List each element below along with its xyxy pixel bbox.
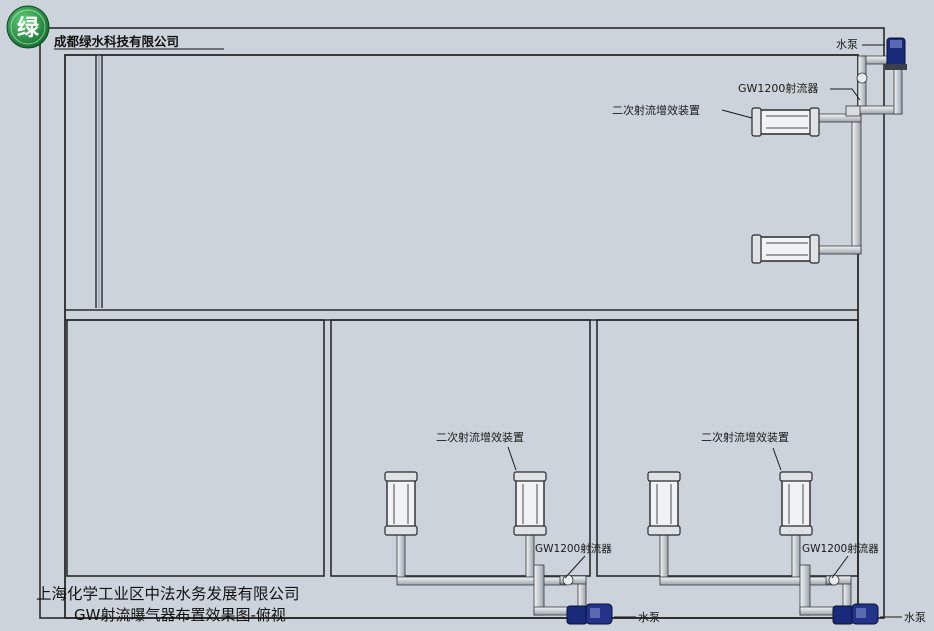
company-name-top: 成都绿水科技有限公司 [54,34,179,49]
booster-lower-1 [384,471,418,536]
lower-cell-3 [596,319,859,577]
booster-lower-3 [647,471,681,536]
label-pump-cell2: 水泵 [638,611,660,624]
label-booster-cell2: 二次射流增效装置 [436,430,524,444]
label-pump-top: 水泵 [836,38,858,51]
booster-lower-4 [779,471,813,536]
leader-lines [507,44,902,618]
logo-text: 绿 [17,15,40,41]
pump-cell2 [566,603,613,625]
footer-company: 上海化学工业区中法水务发展有限公司 [36,585,300,603]
company-logo: 绿 [6,5,50,49]
upper-pipework [815,55,903,255]
lower-cell-2 [330,319,591,577]
label-booster-top: 二次射流增效装置 [612,103,700,117]
booster-upper-1 [751,107,820,137]
label-pump-cell3: 水泵 [904,611,926,624]
booster-upper-2 [751,234,820,264]
booster-lower-2 [513,471,547,536]
label-ejector-top: GW1200射流器 [738,81,818,95]
footer-drawing-title: GW射流曝气器布置效果图-俯视 [74,606,286,624]
lower-cell-1 [66,319,325,577]
label-ejector-cell3: GW1200射流器 [802,542,879,555]
pump-cell3 [832,603,879,625]
label-booster-cell3: 二次射流增效装置 [701,430,789,444]
tank-outline [64,54,859,619]
label-ejector-cell2: GW1200射流器 [535,542,612,555]
pump-top [885,37,907,70]
